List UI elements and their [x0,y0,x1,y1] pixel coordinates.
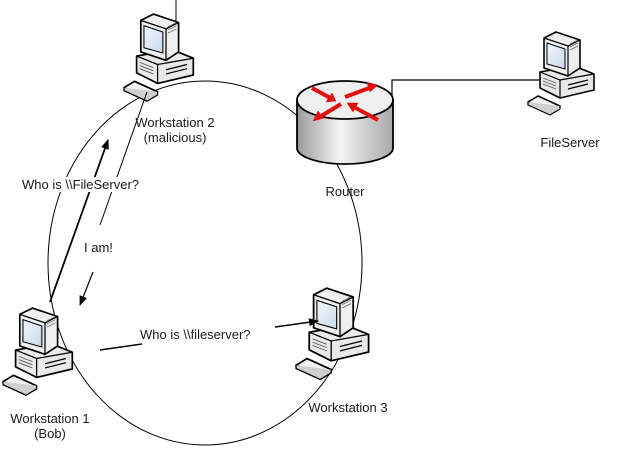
message-who-is-fileserver-lower: Who is \\fileserver? [139,327,252,342]
router-label: Router [300,184,390,199]
workstation-2-label-line-2: (malicious) [143,130,207,145]
fileserver-label: FileServer [520,135,620,150]
workstation-2 [123,13,195,103]
workstation-1-label: Workstation 1 (Bob) [0,411,100,441]
workstation-2-label: Workstation 2 (malicious) [112,115,238,145]
arrow-i-am-to-ws1 [79,271,94,306]
workstation-3-label: Workstation 3 [290,400,406,415]
workstation-2-label-line-1: Workstation 2 [135,115,215,130]
arrow-who-is-fileserver-ws1-segment [99,343,143,351]
router-label-text: Router [325,184,365,199]
router-icon [296,80,394,165]
fileserver-label-text: FileServer [540,135,600,150]
fileserver-workstation [527,31,595,116]
arrow-i-am-line-upper [99,91,148,226]
arrow-who-is-fileserver-to-ws2 [49,139,109,303]
workstation-1-label-line-1: Workstation 1 [10,411,90,426]
workstation-3 [295,287,370,381]
workstation-1-label-line-2: (Bob) [34,426,66,441]
router-fileserver-link [391,79,560,98]
arrow-who-is-fileserver-to-ws3 [274,318,319,328]
workstation-3-label-text: Workstation 3 [308,400,388,415]
workstation-1 [2,307,74,397]
message-who-is-fileserver-upper: Who is \\FileServer? [21,177,141,192]
message-i-am: I am! [83,240,114,255]
network-ring [47,80,363,446]
